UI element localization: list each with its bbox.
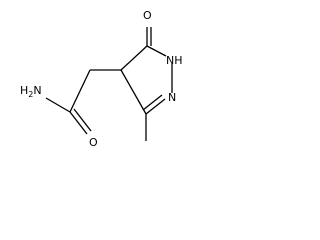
amide-n-letter: N xyxy=(33,84,41,97)
bond-carbonyl-o-double-b xyxy=(73,108,92,132)
atom-amide-n: H2N xyxy=(20,84,42,99)
atom-amide-oxygen: O xyxy=(89,136,98,149)
bond-n2-c3-double-a xyxy=(145,98,166,115)
molecule-structure: O NH N H2N O xyxy=(20,9,183,149)
bond-c3-c4 xyxy=(120,69,147,115)
amide-n-h: H xyxy=(20,84,28,97)
bond-carbonyl-o-double-a xyxy=(69,111,88,135)
atom-ring-oxygen: O xyxy=(143,9,152,22)
bonds xyxy=(45,27,173,141)
amide-n-subscript: 2 xyxy=(28,90,33,99)
structure-canvas: O NH N H2N O xyxy=(0,0,201,156)
atom-labels: O NH N H2N O xyxy=(20,9,183,149)
bond-c5-n1 xyxy=(146,45,167,57)
bond-carbonyl-n xyxy=(45,97,71,113)
atom-ring-n: N xyxy=(168,91,176,104)
bond-n2-c3-double-b xyxy=(142,94,163,111)
atom-ring-nh: NH xyxy=(166,54,183,67)
bond-c4-c5 xyxy=(120,45,148,71)
bond-ch2-carbonyl xyxy=(69,69,91,113)
